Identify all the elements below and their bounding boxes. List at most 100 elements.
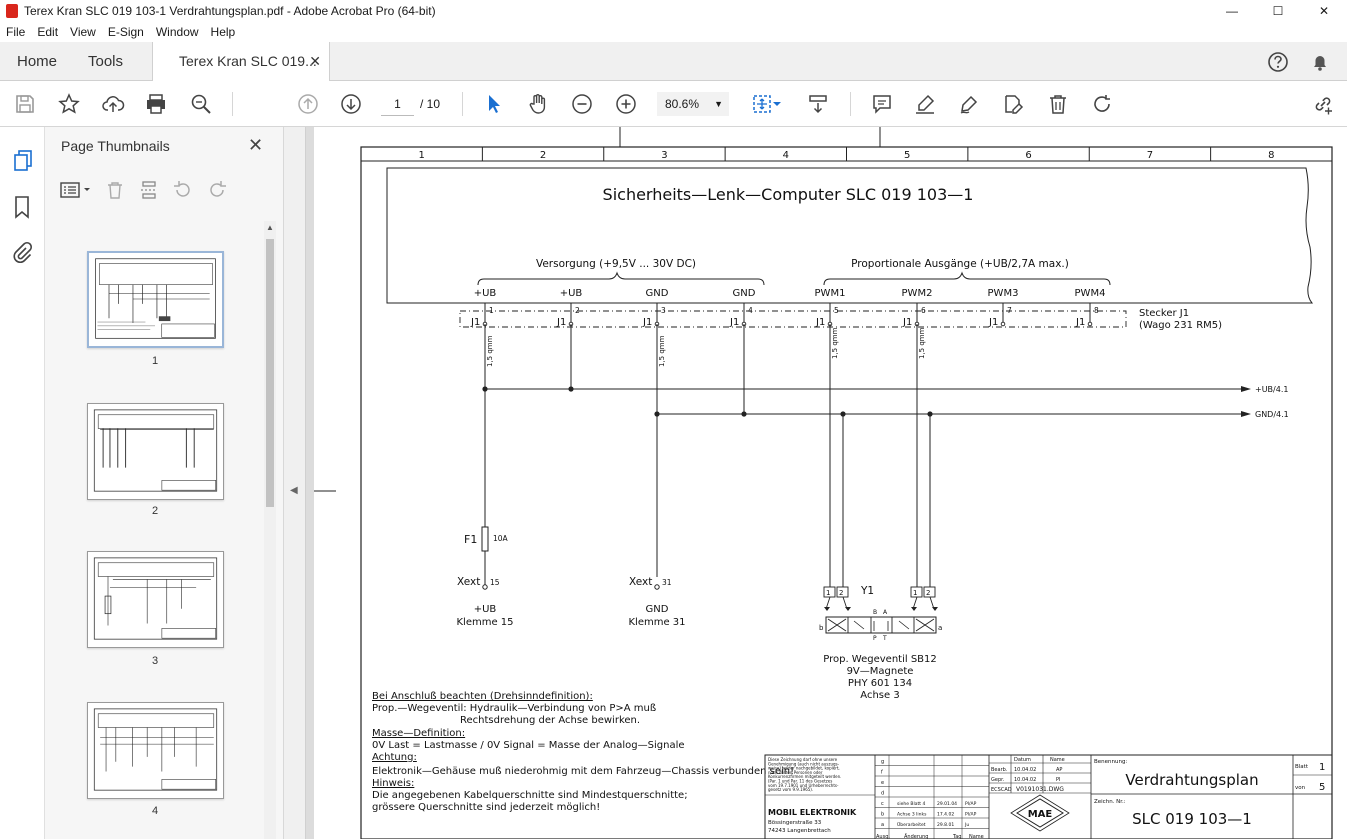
column-label: 3 — [661, 150, 667, 161]
revision-text: Überarbeitet — [897, 821, 926, 828]
svg-text:1: 1 — [913, 589, 917, 597]
revision-name: Ju — [964, 822, 969, 828]
close-panel-icon[interactable]: ✕ — [248, 135, 264, 155]
pin-name: PWM3 — [988, 288, 1019, 299]
thumbnail-page-3[interactable] — [87, 551, 224, 648]
revision-date: 29.8.01 — [937, 822, 954, 828]
menu-file[interactable]: File — [6, 25, 26, 39]
rotate-right-icon[interactable] — [205, 179, 229, 201]
company-name: MOBIL ELEKTRONIK — [768, 808, 857, 817]
bookmark-icon[interactable] — [12, 195, 32, 224]
title-bar: Terex Kran SLC 019 103-1 Verdrahtungspla… — [0, 0, 1347, 22]
mae-logo: MAE — [1010, 794, 1070, 832]
bookmark-star-icon[interactable] — [56, 91, 82, 117]
computer-title: Sicherheits—Lenk—Computer SLC 019 103—1 — [603, 185, 974, 204]
svg-text:2: 2 — [839, 589, 843, 597]
scrollbar-thumb[interactable] — [266, 239, 274, 507]
thumbnail-page-2[interactable] — [87, 403, 224, 500]
drawing-title: Verdrahtungsplan — [1125, 771, 1258, 789]
svg-text:2: 2 — [926, 589, 930, 597]
zoom-in-icon[interactable] — [613, 91, 639, 117]
pin-connector: J1 — [988, 317, 998, 328]
toolbar-separator — [232, 92, 233, 116]
tab-document[interactable]: Terex Kran SLC 019... ✕ — [152, 42, 330, 82]
panel-collapse-strip[interactable]: ◀ — [284, 127, 306, 839]
zoom-select[interactable]: 80.6% ▼ — [657, 92, 729, 116]
toolbar-separator — [462, 92, 463, 116]
thumbnail-label: 1 — [151, 355, 159, 367]
pin-number: 3 — [661, 306, 666, 315]
share-link-icon[interactable] — [1310, 91, 1336, 117]
tab-home[interactable]: Home — [17, 53, 58, 70]
column-label: 5 — [904, 150, 910, 161]
thumbnail-page-4[interactable] — [87, 702, 224, 799]
valve-line: 9V—Magnete — [847, 666, 914, 677]
revision-text: siehe Blatt 4 — [897, 801, 925, 807]
revision-date: 17.4.02 — [937, 812, 954, 818]
scroll-mode-icon[interactable] — [805, 91, 831, 117]
attachment-icon[interactable] — [11, 241, 33, 270]
gepr-date: 10.04.02 — [1014, 777, 1036, 783]
extract-page-icon[interactable] — [137, 179, 161, 201]
terminal-ub-sub: Klemme 15 — [456, 617, 513, 628]
bearb-label: Bearb. — [991, 767, 1008, 773]
zoom-search-icon[interactable] — [188, 91, 214, 117]
wire-size-label: 1,5 qmm — [658, 335, 666, 367]
menu-view[interactable]: View — [70, 25, 96, 39]
save-icon[interactable] — [12, 91, 38, 117]
head-datum: Datum — [1014, 757, 1031, 763]
scroll-up-icon[interactable]: ▲ — [266, 223, 274, 232]
select-cursor-icon[interactable] — [481, 91, 507, 117]
chevron-down-icon[interactable] — [771, 91, 783, 117]
column-label: 8 — [1268, 150, 1274, 161]
next-page-icon[interactable] — [338, 91, 364, 117]
revision-index: f — [881, 770, 883, 776]
collapse-arrow-icon[interactable]: ◀ — [290, 485, 298, 496]
page-number-input[interactable]: 1 — [381, 92, 414, 116]
pin-number: 8 — [1094, 306, 1099, 315]
previous-page-icon[interactable] — [295, 91, 321, 117]
help-icon[interactable] — [1267, 51, 1289, 73]
hand-tool-icon[interactable] — [525, 91, 551, 117]
minimize-button[interactable]: — — [1226, 4, 1238, 18]
tab-tools[interactable]: Tools — [88, 53, 124, 70]
menu-edit[interactable]: Edit — [37, 25, 59, 39]
delete-page-icon[interactable] — [103, 179, 127, 201]
revision-index: a — [881, 822, 884, 828]
fuse-label: F1 — [464, 533, 477, 546]
edit-pdf-icon[interactable] — [1000, 91, 1026, 117]
rotate-icon[interactable] — [1089, 91, 1115, 117]
thumbnail-page-1[interactable] — [87, 251, 224, 348]
revision-date: 29.01.04 — [937, 801, 957, 807]
thumbnails-scrollbar[interactable]: ▲ — [264, 221, 276, 839]
rotate-left-icon[interactable] — [171, 179, 195, 201]
revision-header: Änderung — [904, 833, 928, 839]
close-tab-icon[interactable]: ✕ — [309, 53, 321, 69]
highlight-pen-icon[interactable] — [912, 91, 938, 117]
fit-page-icon[interactable] — [749, 91, 775, 117]
menu-window[interactable]: Window — [155, 25, 199, 39]
close-window-button[interactable]: ✕ — [1318, 4, 1330, 18]
print-icon[interactable] — [143, 91, 169, 117]
head-name: Name — [1050, 757, 1065, 763]
note-line: grössere Querschnitte sind jederzeit mög… — [372, 802, 600, 813]
menu-esign[interactable]: E-Sign — [107, 25, 144, 39]
left-rail — [0, 127, 45, 839]
comment-icon[interactable] — [869, 91, 895, 117]
pin-name: GND — [733, 288, 756, 299]
draw-pen-icon[interactable] — [956, 91, 982, 117]
page-thumbnails-icon[interactable] — [11, 148, 35, 177]
upload-cloud-icon[interactable] — [100, 91, 126, 117]
zoom-out-icon[interactable] — [569, 91, 595, 117]
maximize-button[interactable]: ☐ — [1272, 4, 1284, 18]
column-label: 6 — [1025, 150, 1031, 161]
menu-help[interactable]: Help — [210, 25, 236, 39]
notes-block: Bei Anschluß beachten (Drehsinndefinitio… — [372, 691, 794, 813]
delete-icon[interactable] — [1045, 91, 1071, 117]
bell-icon[interactable] — [1309, 51, 1331, 73]
revision-name: PI/AP — [965, 801, 977, 807]
options-menu-icon[interactable] — [59, 179, 93, 201]
revision-index: g — [881, 759, 884, 765]
